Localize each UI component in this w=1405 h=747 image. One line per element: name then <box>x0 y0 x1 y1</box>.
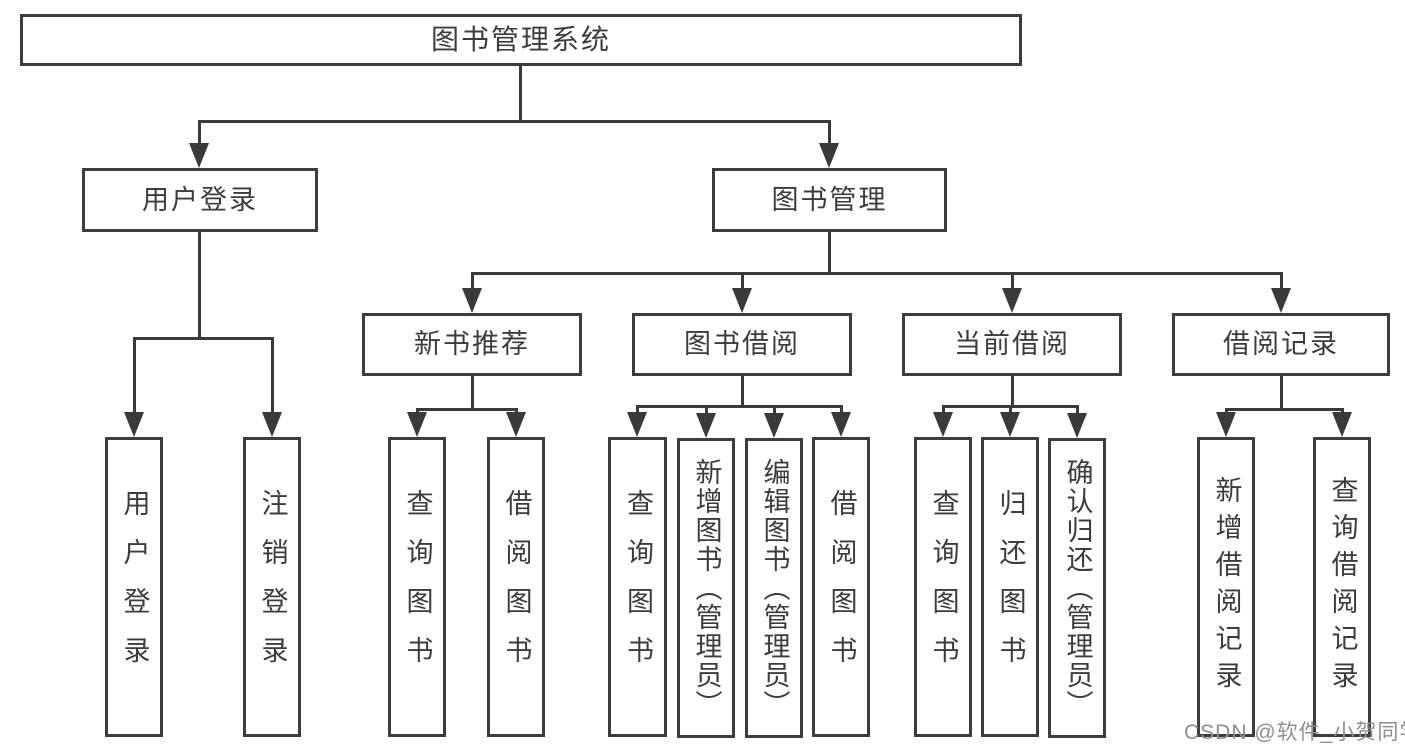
connector-root-stem <box>519 66 522 122</box>
arrowhead-return-books <box>1000 412 1020 437</box>
node-book-borrow-label: 图书借阅 <box>684 329 800 359</box>
connector-stub-borrow-records <box>1280 272 1283 290</box>
arrowhead-borrow-books-a <box>506 412 526 437</box>
node-leaf-search-books-c: 查询图书 <box>914 437 972 737</box>
arrowhead-book-management <box>819 143 839 168</box>
connector-level2-hline <box>198 120 831 123</box>
arrowhead-add-books <box>696 413 716 438</box>
arrowhead-search-borrow-record <box>1332 412 1352 437</box>
connector-book-borrow-hline <box>636 405 843 408</box>
node-new-book-recommend: 新书推荐 <box>362 313 582 376</box>
node-leaf-add-borrow-record-label: 新增借阅记录 <box>1211 476 1242 698</box>
connector-stub-current-borrow <box>1011 272 1014 290</box>
arrowhead-book-borrow <box>732 288 752 313</box>
node-book-management: 图书管理 <box>712 168 947 232</box>
connector-stub-user-login <box>198 120 201 145</box>
node-leaf-search-books-a: 查询图书 <box>388 437 446 737</box>
node-leaf-user-login: 用户登录 <box>105 437 163 737</box>
arrowhead-add-borrow-record <box>1216 412 1236 437</box>
connector-stub-edit-books <box>773 405 776 415</box>
connector-borrow-records-stem <box>1280 376 1283 410</box>
node-leaf-search-books-b-label: 查询图书 <box>623 489 653 685</box>
connector-stub-search-books-b <box>636 405 639 415</box>
connector-stub-add-books <box>705 405 708 415</box>
node-leaf-edit-books-label: 编辑图书（管理员） <box>759 457 790 719</box>
connector-stub-return-books <box>1009 405 1012 415</box>
node-leaf-confirm-return-label: 确认归还（管理员） <box>1062 457 1093 719</box>
node-leaf-add-books: 新增图书（管理员） <box>677 438 735 738</box>
arrowhead-search-books-a <box>407 412 427 437</box>
connector-book-borrow-stem <box>741 376 744 407</box>
connector-stub-leaf-logout <box>271 337 274 414</box>
node-book-management-label: 图书管理 <box>771 184 888 215</box>
node-root: 图书管理系统 <box>20 14 1022 66</box>
arrowhead-leaf-logout <box>262 412 282 437</box>
node-leaf-return-books-label: 归还图书 <box>995 489 1026 685</box>
node-leaf-borrow-books-a-label: 借阅图书 <box>501 489 532 685</box>
node-leaf-borrow-books-a: 借阅图书 <box>487 437 545 737</box>
connector-user-group-hline <box>133 337 274 340</box>
node-leaf-user-login-label: 用户登录 <box>119 489 150 685</box>
connector-level3-hline <box>471 272 1282 275</box>
arrowhead-borrow-records <box>1271 288 1291 313</box>
node-leaf-search-borrow-record-label: 查询借阅记录 <box>1327 476 1358 698</box>
node-current-borrow-label: 当前借阅 <box>954 329 1070 359</box>
arrowhead-user-login <box>189 143 209 168</box>
node-leaf-add-books-label: 新增图书（管理员） <box>691 457 722 719</box>
connector-new-book-stem <box>471 376 474 410</box>
connector-stub-search-books-c <box>942 405 945 415</box>
arrowhead-confirm-return <box>1067 413 1087 438</box>
node-leaf-logout: 注销登录 <box>243 437 301 737</box>
arrowhead-new-book-recommend <box>462 288 482 313</box>
connector-stub-new-book-recommend <box>471 272 474 290</box>
node-leaf-search-books-b: 查询图书 <box>608 437 667 737</box>
connector-current-borrow-stem <box>1011 376 1014 407</box>
node-current-borrow: 当前借阅 <box>902 313 1122 376</box>
node-leaf-confirm-return: 确认归还（管理员） <box>1048 438 1106 738</box>
arrowhead-borrow-books-b <box>831 412 851 437</box>
arrowhead-leaf-user-login <box>124 412 144 437</box>
connector-user-login-stem <box>198 232 201 339</box>
arrowhead-search-books-c <box>933 412 953 437</box>
node-leaf-return-books: 归还图书 <box>981 437 1039 737</box>
node-leaf-add-borrow-record: 新增借阅记录 <box>1197 437 1255 737</box>
connector-new-book-hline <box>416 408 518 411</box>
csdn-watermark: CSDN @软件_小贺同学 <box>1184 721 1405 744</box>
node-leaf-search-borrow-record: 查询借阅记录 <box>1313 437 1371 737</box>
node-leaf-search-books-c-label: 查询图书 <box>928 489 959 685</box>
node-user-login: 用户登录 <box>82 168 318 232</box>
node-borrow-records-label: 借阅记录 <box>1223 329 1339 359</box>
arrowhead-search-books-b <box>627 412 647 437</box>
connector-stub-book-management <box>828 120 831 145</box>
node-leaf-borrow-books-b: 借阅图书 <box>812 437 870 737</box>
connector-stub-confirm-return <box>1076 405 1079 415</box>
node-leaf-edit-books: 编辑图书（管理员） <box>745 438 803 738</box>
arrowhead-current-borrow <box>1002 288 1022 313</box>
arrowhead-edit-books <box>764 413 784 438</box>
node-new-book-recommend-label: 新书推荐 <box>414 329 530 359</box>
connector-stub-book-borrow <box>741 272 744 290</box>
node-leaf-logout-label: 注销登录 <box>257 489 288 685</box>
connector-book-management-stem <box>828 232 831 274</box>
node-leaf-search-books-a-label: 查询图书 <box>402 489 433 685</box>
connector-stub-leaf-user-login <box>133 337 136 414</box>
connector-stub-borrow-books-b <box>840 405 843 415</box>
node-user-login-label: 用户登录 <box>142 184 258 215</box>
connector-borrow-records-hline <box>1225 408 1344 411</box>
node-borrow-records: 借阅记录 <box>1172 313 1390 376</box>
node-book-borrow: 图书借阅 <box>632 313 852 376</box>
node-root-label: 图书管理系统 <box>430 24 611 55</box>
node-leaf-borrow-books-b-label: 借阅图书 <box>826 489 857 685</box>
